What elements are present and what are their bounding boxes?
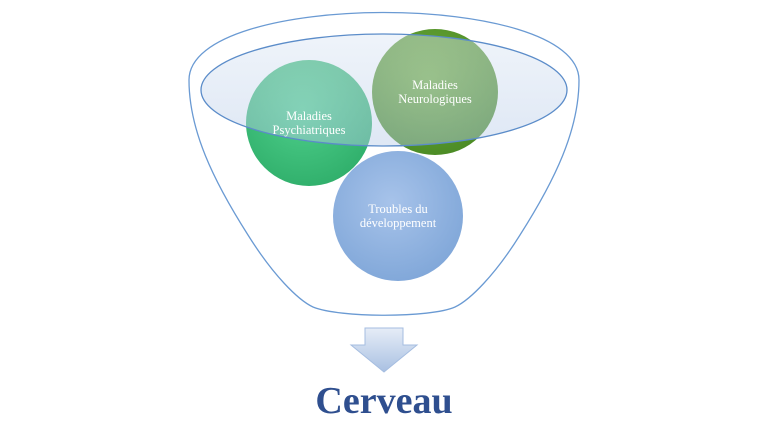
neurological-label-line2: Neurologiques xyxy=(398,92,472,106)
funnel-top-ellipse xyxy=(200,33,568,147)
circle-developmental xyxy=(333,151,463,281)
psychiatric-label-line2: Psychiatriques xyxy=(272,123,346,137)
psychiatric-label-line1: Maladies xyxy=(286,109,332,123)
funnel-outline xyxy=(188,11,580,316)
result-title: Cerveau xyxy=(315,380,453,422)
psychiatric-label: Maladies Psychiatriques xyxy=(249,109,369,137)
developmental-label-line2: développement xyxy=(359,216,437,230)
neurological-label-line1: Maladies xyxy=(412,78,458,92)
developmental-label: Troubles du développement xyxy=(338,202,458,230)
neurological-label: Maladies Neurologiques xyxy=(375,78,495,106)
down-arrow-icon xyxy=(349,327,419,373)
developmental-label-line1: Troubles du xyxy=(368,202,428,216)
